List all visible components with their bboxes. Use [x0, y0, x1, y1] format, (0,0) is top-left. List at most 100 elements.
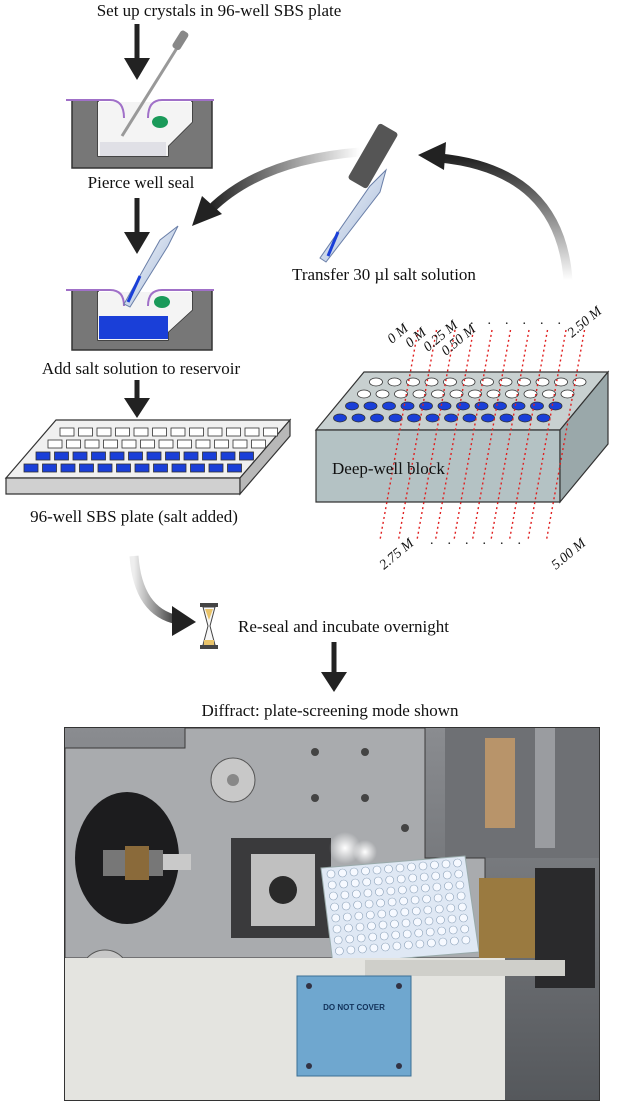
- photo-well: [344, 923, 353, 933]
- photo-well: [459, 913, 468, 923]
- plate-well: [195, 439, 211, 449]
- plate-well: [72, 451, 88, 461]
- block-well: [400, 401, 415, 411]
- photo-well: [392, 941, 402, 951]
- step-plate-label: 96-well SBS plate (salt added): [30, 507, 238, 526]
- plate-well: [214, 439, 229, 449]
- photo-well: [457, 902, 467, 912]
- plate-well: [78, 427, 93, 437]
- block-well: [511, 401, 526, 411]
- plate-well: [115, 427, 130, 437]
- svg-text:......: ......: [430, 533, 535, 548]
- sbs-plate-illustration: [4, 418, 292, 496]
- block-well: [449, 389, 464, 399]
- photo-well: [437, 926, 447, 936]
- photo-well: [385, 875, 395, 885]
- crystal-icon: [154, 296, 170, 308]
- photo-well: [409, 884, 419, 894]
- plate-well: [134, 463, 150, 473]
- photo-well: [326, 869, 336, 879]
- plate-well: [79, 463, 94, 473]
- photo-well: [355, 922, 365, 932]
- step-add-salt-label: Add salt solution to reservoir: [42, 359, 241, 378]
- photo-well: [434, 904, 444, 914]
- plate-well: [60, 463, 76, 473]
- block-well: [387, 377, 402, 387]
- block-well: [530, 401, 544, 411]
- photo-well: [365, 910, 375, 920]
- concentration-guide: [508, 329, 549, 541]
- photo-well: [372, 865, 382, 875]
- plate-well: [239, 451, 254, 461]
- photo-well: [353, 900, 362, 910]
- block-well: [431, 389, 445, 399]
- plate-well: [220, 451, 236, 461]
- crystal-icon: [152, 116, 168, 128]
- block-well: [370, 413, 384, 423]
- photo-well: [341, 901, 351, 911]
- plate-well: [177, 439, 192, 449]
- photo-well: [363, 888, 373, 898]
- block-well: [486, 389, 501, 399]
- photo-well: [358, 944, 367, 954]
- block-well: [345, 401, 359, 411]
- photo-well: [378, 920, 388, 930]
- photo-well: [441, 859, 451, 869]
- plate-well: [152, 427, 167, 437]
- photo-well: [332, 924, 342, 934]
- block-label: Deep-well block: [332, 459, 445, 478]
- plate-well: [251, 439, 266, 449]
- plate-well: [153, 463, 168, 473]
- block-well: [425, 413, 440, 423]
- step-diffract-label: Diffract: plate-screening mode shown: [202, 701, 459, 720]
- photo-well: [333, 935, 343, 945]
- photo-well: [423, 905, 433, 915]
- photo-well: [401, 918, 411, 928]
- block-well: [388, 413, 403, 423]
- concentration-guide: [471, 329, 512, 541]
- concentration-guide: [434, 329, 475, 541]
- photo-well: [367, 921, 376, 931]
- photo-well: [331, 913, 341, 923]
- photo-well: [456, 891, 466, 901]
- block-well: [363, 401, 378, 411]
- pipette-icon: [319, 123, 398, 263]
- block-well: [437, 401, 452, 411]
- photo-well: [410, 895, 420, 905]
- photo-well: [432, 882, 442, 892]
- plate-well: [66, 439, 81, 449]
- plate-well: [91, 451, 106, 461]
- photo-well: [387, 897, 397, 907]
- step-pierce-label: Pierce well seal: [88, 173, 195, 192]
- plate-well: [54, 451, 69, 461]
- photo-well: [455, 880, 465, 890]
- photo-well: [407, 862, 416, 872]
- down-arrow-icon: [124, 380, 150, 418]
- block-well: [542, 389, 556, 399]
- plate-well: [97, 463, 113, 473]
- photo-well: [381, 942, 390, 952]
- concentration-guide: [397, 329, 438, 541]
- block-well: [375, 389, 390, 399]
- photo-well: [350, 878, 360, 888]
- photo-well: [447, 914, 457, 924]
- curved-arrow-icon: [129, 555, 196, 636]
- concentration-guide: [527, 329, 567, 541]
- plate-well: [42, 463, 57, 473]
- block-well: [351, 413, 366, 423]
- plate-well: [140, 439, 155, 449]
- photo-well: [436, 915, 445, 925]
- plate-well: [133, 427, 149, 437]
- plate-well: [84, 439, 100, 449]
- photo-well: [396, 874, 406, 884]
- photo-well: [418, 861, 428, 871]
- plate-well: [263, 427, 278, 437]
- photo-well: [425, 927, 435, 937]
- block-well: [474, 401, 489, 411]
- photo-well: [340, 890, 350, 900]
- photo-well: [390, 919, 399, 929]
- photo-well: [375, 887, 384, 897]
- block-well: [493, 401, 507, 411]
- plate-well: [121, 439, 137, 449]
- block-well: [518, 413, 532, 423]
